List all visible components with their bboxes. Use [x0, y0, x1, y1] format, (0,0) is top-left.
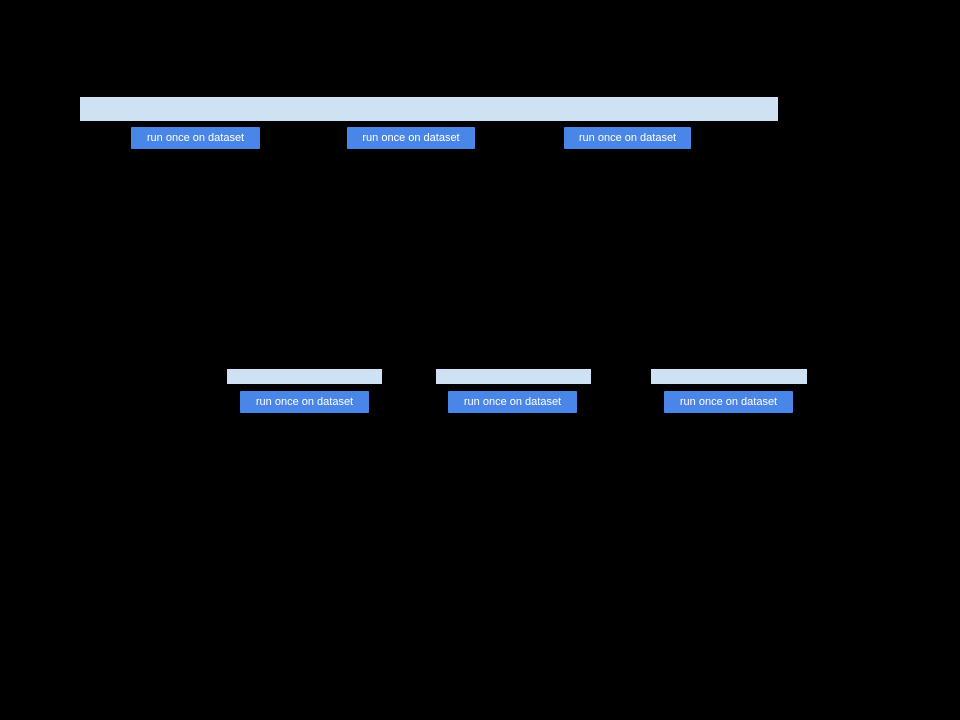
highlight-bar-subset-3: [651, 369, 807, 384]
highlight-bar-subset-2: [436, 369, 591, 384]
run-once-button-middle-1[interactable]: run once on dataset: [240, 391, 369, 413]
run-once-button-middle-3[interactable]: run once on dataset: [664, 391, 793, 413]
run-once-button-middle-2[interactable]: run once on dataset: [448, 391, 577, 413]
highlight-bar-full-dataset: [80, 97, 778, 121]
run-once-button-top-3[interactable]: run once on dataset: [564, 127, 691, 149]
run-once-button-top-1[interactable]: run once on dataset: [131, 127, 260, 149]
run-once-button-top-2[interactable]: run once on dataset: [347, 127, 475, 149]
highlight-bar-subset-1: [227, 369, 382, 384]
